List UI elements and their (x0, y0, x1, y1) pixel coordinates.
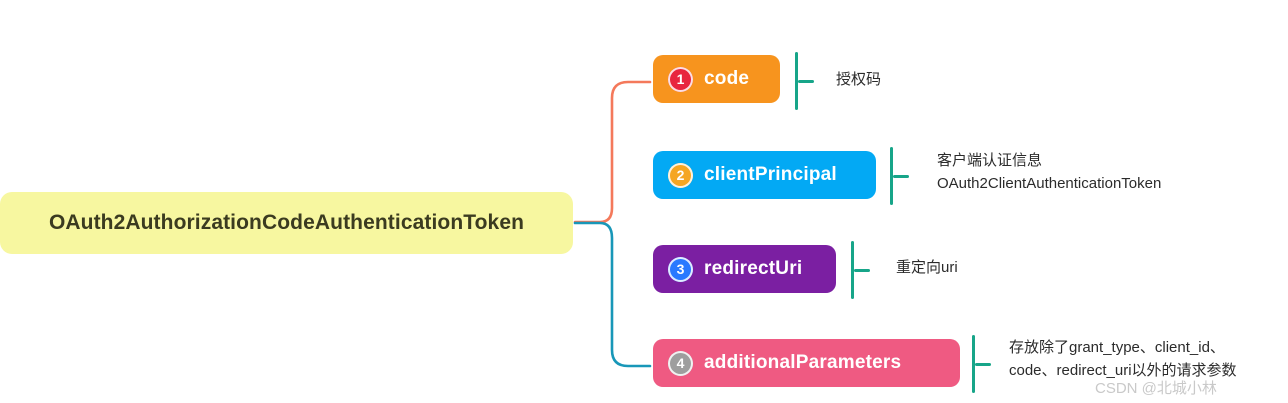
tick-bar-4 (972, 335, 975, 393)
connector-upper (573, 80, 652, 224)
child-node-label-additional-parameters: additionalParameters (704, 352, 902, 373)
tick-bar-3 (851, 241, 854, 299)
tick-stub-4 (975, 363, 991, 366)
badge-number-4: 4 (668, 350, 693, 376)
child-node-label-client-principal: clientPrincipal (704, 164, 837, 185)
child-node-code[interactable]: 1 code (653, 55, 780, 103)
annotation-code: 授权码 (836, 71, 882, 88)
watermark: CSDN @北城小林 (1095, 380, 1217, 397)
badge-number-1: 1 (668, 66, 693, 92)
child-node-client-principal[interactable]: 2 clientPrincipal (653, 151, 876, 199)
badge-number-2: 2 (668, 162, 693, 188)
root-node-label: OAuth2AuthorizationCodeAuthenticationTok… (48, 211, 525, 234)
tick-bar-1 (795, 52, 798, 110)
tick-stub-1 (798, 80, 814, 83)
annotation-additional-parameters: 存放除了grant_type、client_id、 code、redirect_… (1009, 339, 1237, 379)
child-node-label-code: code (704, 68, 750, 89)
child-node-redirect-uri[interactable]: 3 redirectUri (653, 245, 836, 293)
tick-stub-3 (854, 269, 870, 272)
child-node-label-redirect-uri: redirectUri (704, 258, 803, 279)
tick-bar-2 (890, 147, 893, 205)
connector-lower (573, 221, 652, 368)
annotation-redirect-uri: 重定向uri (896, 259, 958, 276)
child-node-additional-parameters[interactable]: 4 additionalParameters (653, 339, 960, 387)
root-node[interactable]: OAuth2AuthorizationCodeAuthenticationTok… (0, 192, 573, 254)
tick-stub-2 (893, 175, 909, 178)
annotation-client-principal: 客户端认证信息 OAuth2ClientAuthenticationToken (937, 152, 1162, 192)
badge-number-3: 3 (668, 256, 693, 282)
